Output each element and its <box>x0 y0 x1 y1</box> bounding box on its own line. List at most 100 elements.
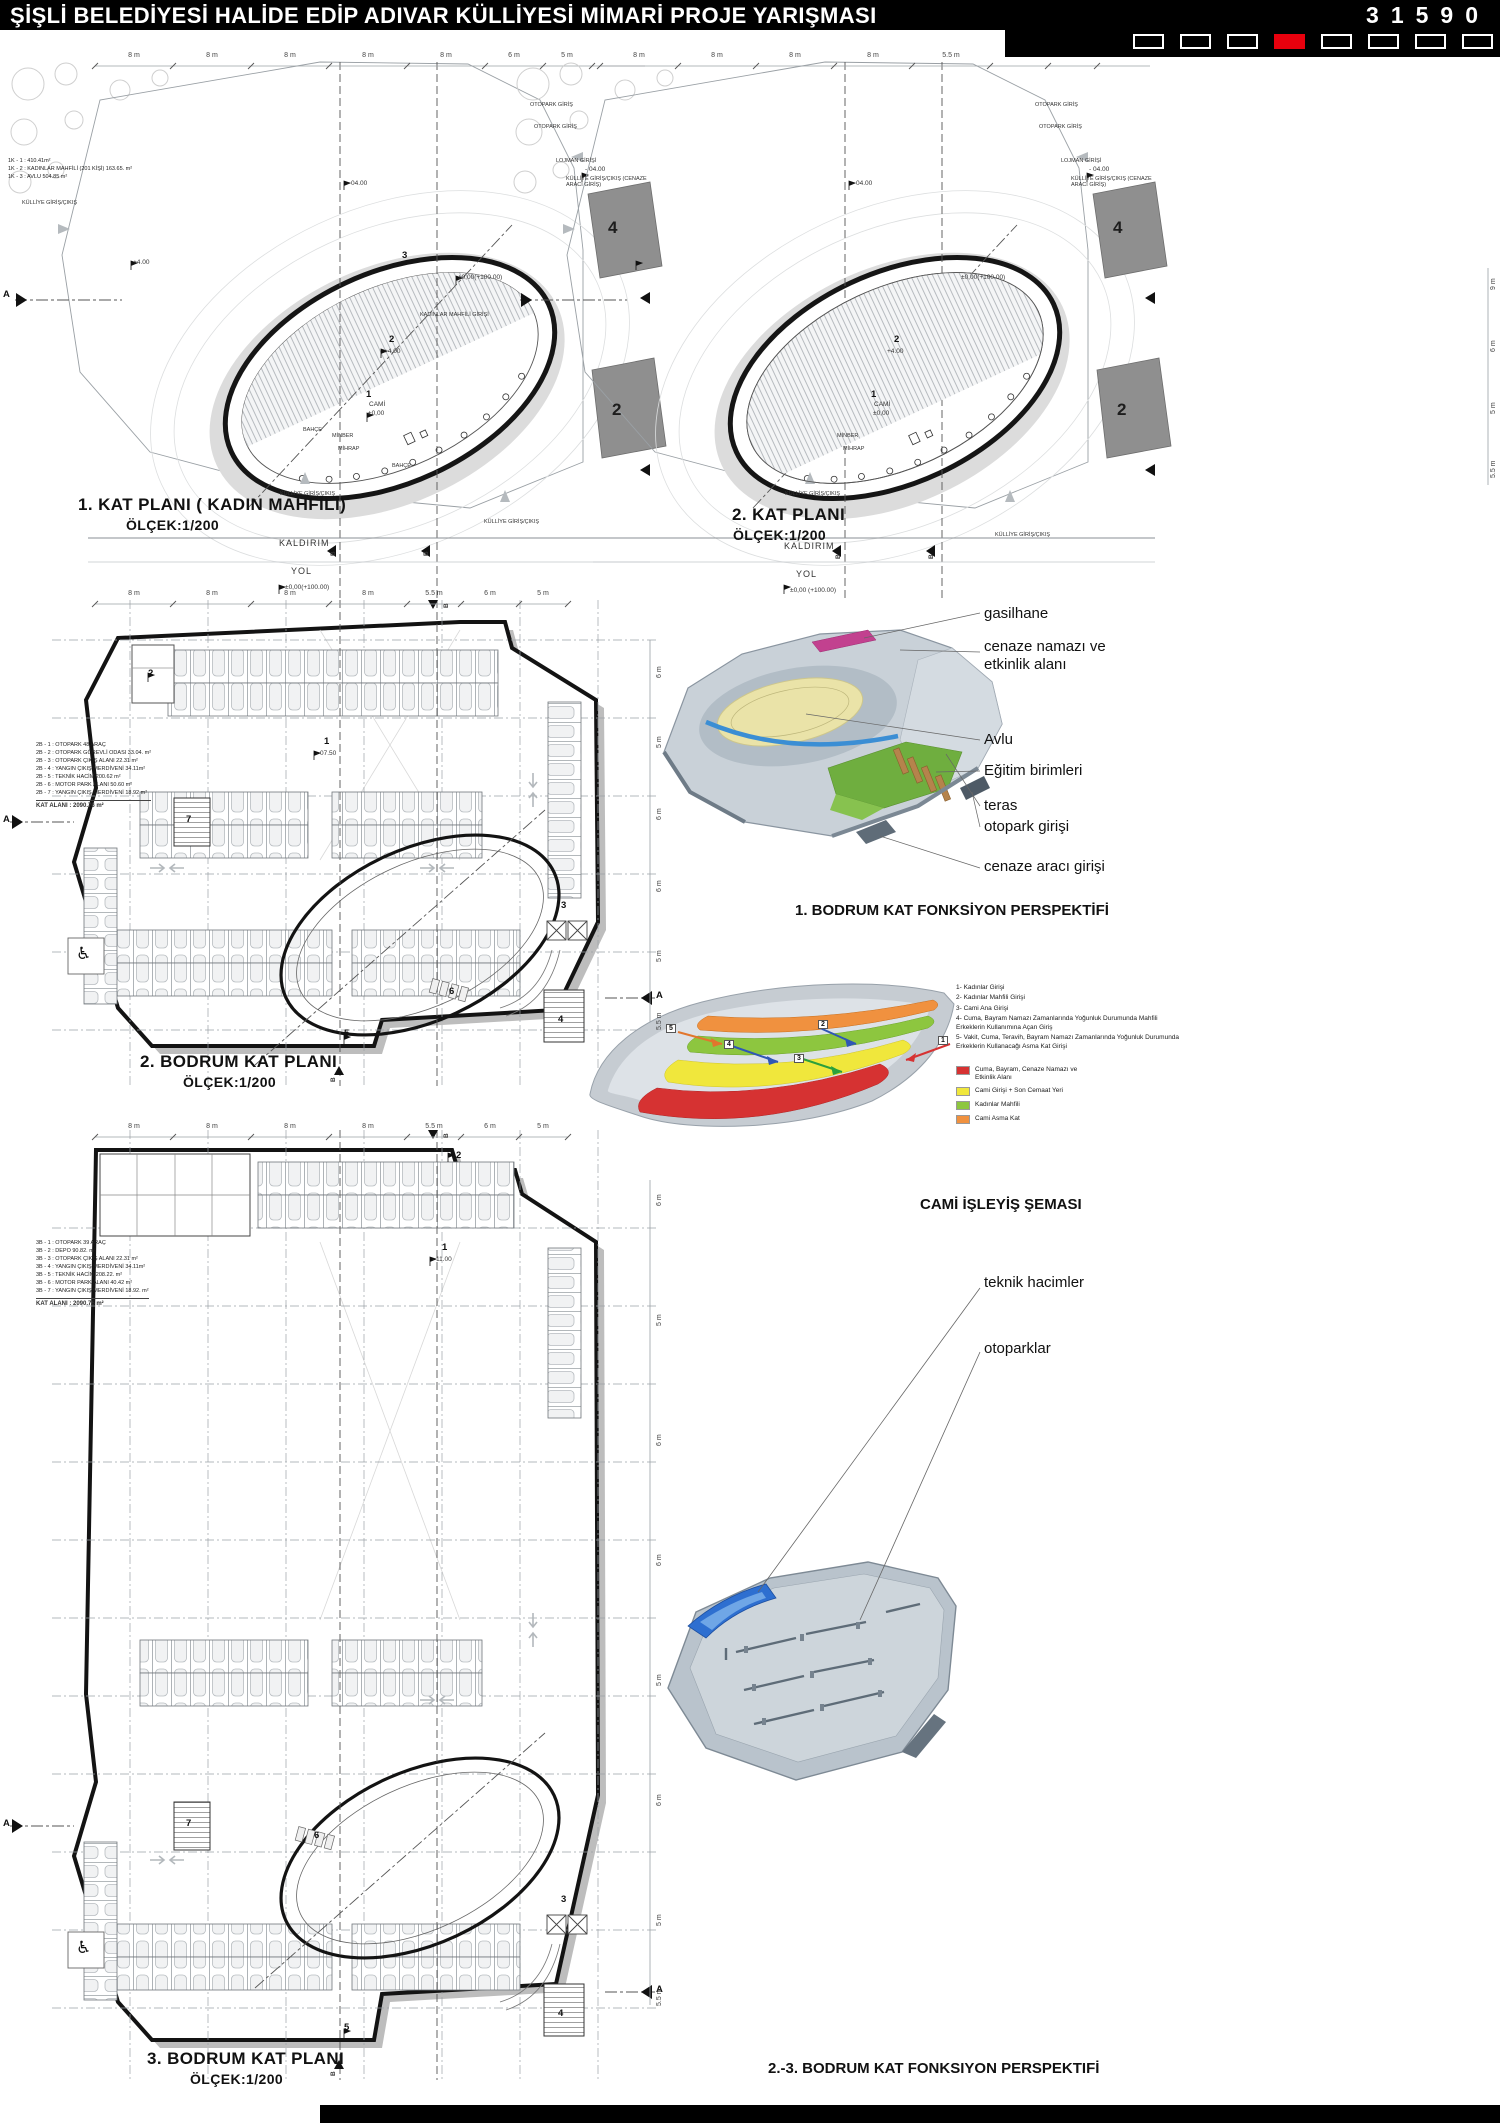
kaldirim-label: KALDIRIM <box>279 538 330 548</box>
elevation-label: ±0,00(+100.00) <box>458 274 503 281</box>
flow-number: 3 <box>794 1054 804 1063</box>
mihrap-label: MİHRAP <box>338 446 360 452</box>
lojman-girisi-label: LOJMAN GİRİŞİ <box>1061 158 1102 164</box>
area-number: 1 <box>871 389 877 400</box>
kat2-extra-hatch <box>713 229 1056 484</box>
dim-label: 8 m <box>284 590 296 597</box>
cenaze-araci-label: cenaze aracı girişi <box>984 858 1105 875</box>
legend-swatch <box>956 1087 970 1097</box>
area-number: 6 <box>314 1830 320 1841</box>
area-total: KAT ALANI : 2090.76 m² <box>36 1297 149 1308</box>
area-number: 1 <box>442 1242 448 1253</box>
dim-label: 6 m <box>656 880 663 892</box>
bahce-label: BAHÇE <box>392 463 411 469</box>
leader-lines <box>805 612 981 869</box>
area-number: 1 <box>324 736 330 747</box>
flow-number: 4 <box>724 1040 734 1049</box>
legend-row: Kadınlar Mahfili <box>956 1101 1097 1111</box>
section-letter: A <box>656 990 663 1001</box>
flow-number: 2 <box>818 1020 828 1029</box>
dim-label: 5 m <box>656 950 663 962</box>
footer-bar <box>320 2105 1500 2123</box>
stair-4 <box>543 1983 585 2037</box>
cenaze-giris-label: KÜLLİYE GİRİŞ/ÇIKIŞ (CENAZE ARACI GİRİŞ) <box>1071 176 1152 189</box>
kulliye-giris-label: KÜLLİYE GİRİŞ/ÇIKIŞ <box>280 491 336 497</box>
leader-lines <box>757 1287 981 1621</box>
note-line: 2B - 5 : TEKNİK HACİM 200.62 m² <box>36 773 121 780</box>
lojman-girisi-label: LOJMAN GİRİŞİ <box>556 158 597 164</box>
accessible-stall <box>67 937 105 975</box>
section-letter: A <box>656 1984 663 1995</box>
blue-walkway <box>705 719 899 747</box>
building-number: 2 <box>1117 400 1127 419</box>
kaldirim-label: KALDIRIM <box>784 541 835 551</box>
sheet-pager <box>1133 34 1493 49</box>
cenaze-ramp <box>856 820 896 844</box>
dim-label: 5 m <box>656 1314 663 1326</box>
building-number: 4 <box>608 218 618 237</box>
dim-label: 5 m <box>537 1123 549 1130</box>
dim-label: 8 m <box>711 52 723 59</box>
legend-row: Cuma, Bayram, Cenaze Namazı ve Etkinlik … <box>956 1066 1097 1082</box>
area-number: 3 <box>561 1894 567 1905</box>
kat2-caption: 2. KAT PLANI <box>732 505 846 524</box>
section-marker-icon <box>641 991 652 1005</box>
page-indicator-square <box>1180 34 1211 49</box>
kulliye-giris-label: KÜLLİYE GİRİŞ/ÇIKIŞ <box>785 491 841 497</box>
elevation-label: - 07.50 <box>316 750 337 757</box>
cami-label: CAMİ <box>369 401 386 408</box>
flow-number: 1 <box>938 1036 948 1045</box>
page-indicator-square <box>1133 34 1164 49</box>
page-indicator-square <box>1415 34 1446 49</box>
section-letter: A <box>3 814 10 825</box>
sema-legend: Cuma, Bayram, Cenaze Namazı ve Etkinlik … <box>956 1066 1097 1129</box>
note-line: 2B - 4 : YANGIN ÇIKIŞ MERDİVENİ 34.11m² <box>36 765 146 772</box>
bodrum2-notes: 2B - 1 : OTOPARK 48 ARAÇ 2B - 2 : OTOPAR… <box>36 742 152 810</box>
kat1-drawing <box>9 62 690 639</box>
parking-outline <box>71 1148 601 2042</box>
mahfil-giris-label: KADINLAR MAHFİLİ GİRİŞİ <box>420 312 489 318</box>
entry-code: 31590 <box>1366 2 1490 28</box>
dim-label: 5.5 m <box>1490 460 1497 478</box>
green-area-2 <box>830 794 884 820</box>
section-letter: A <box>3 1818 10 1829</box>
wheelchair-icon: ♿ <box>76 944 92 963</box>
office-room <box>131 644 175 704</box>
section-marker-icon <box>334 2060 344 2069</box>
kat1-scale: ÖLÇEK:1/200 <box>126 517 220 533</box>
dim-label: 8 m <box>128 52 140 59</box>
dim-label: 6 m <box>508 52 520 59</box>
dim-label: 8 m <box>362 590 374 597</box>
legend-label: Kadınlar Mahfili <box>975 1101 1020 1109</box>
ramp <box>902 1714 946 1758</box>
egitim-label: Eğitim birimleri <box>984 762 1083 779</box>
area-number: 2 <box>148 668 154 679</box>
section-letter: B <box>423 551 430 556</box>
page-indicator-square <box>1462 34 1493 49</box>
ramp-curves <box>499 1943 561 2011</box>
mosque-shell-below <box>279 833 561 1037</box>
legend-label: Cami Asma Kat <box>975 1115 1020 1123</box>
dim-label: 8 m <box>362 52 374 59</box>
area-number: 7 <box>186 814 192 825</box>
note-line: 1K - 1 : 410.41m² <box>8 158 51 164</box>
kat2-scale: ÖLÇEK:1/200 <box>733 527 827 543</box>
section-letter: A <box>3 289 10 300</box>
otopark-giris-label: OTOPARK GİRİŞ <box>534 124 577 130</box>
cenaze-alani-label: cenaze namazı ve etkinlik alanı <box>984 638 1106 673</box>
gasilhane-label: gasilhane <box>984 605 1049 622</box>
dim-label: 6 m <box>484 590 496 597</box>
parking-stalls <box>111 649 521 997</box>
stair-4 <box>543 989 585 1043</box>
mihrap-label: MİHRAP <box>843 446 865 452</box>
otoparklar-label: otoparklar <box>984 1340 1051 1357</box>
dim-label: 9 m <box>1490 278 1497 290</box>
layer-green <box>687 1015 935 1056</box>
elevation-label: - 04.00 <box>852 180 873 187</box>
teras-label: teras <box>984 797 1018 814</box>
area-number: 5 <box>344 1028 350 1039</box>
page-indicator-square <box>1368 34 1399 49</box>
note-line: 2B - 6 : MOTOR PARK ALANI 50.60 m² <box>36 781 133 788</box>
otopark-giris-label: OTOPARK GİRİŞ <box>1039 124 1082 130</box>
elevation-label: - 04.00 <box>347 180 368 187</box>
